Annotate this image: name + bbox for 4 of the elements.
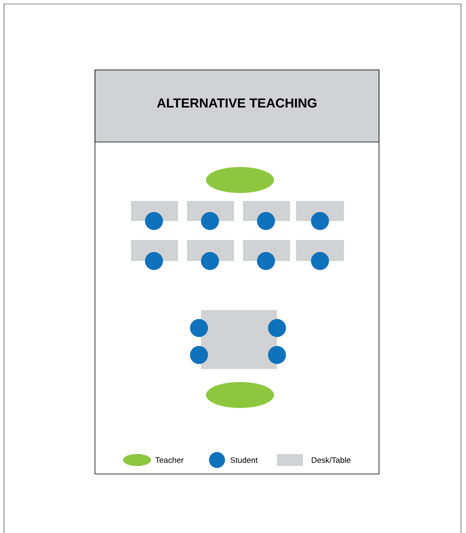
legend-label: Student [230,457,258,463]
legend-label: Teacher [155,457,184,463]
title-banner: ALTERNATIVE TEACHING [94,70,380,142]
legend-label: Desk/Table [312,457,350,463]
